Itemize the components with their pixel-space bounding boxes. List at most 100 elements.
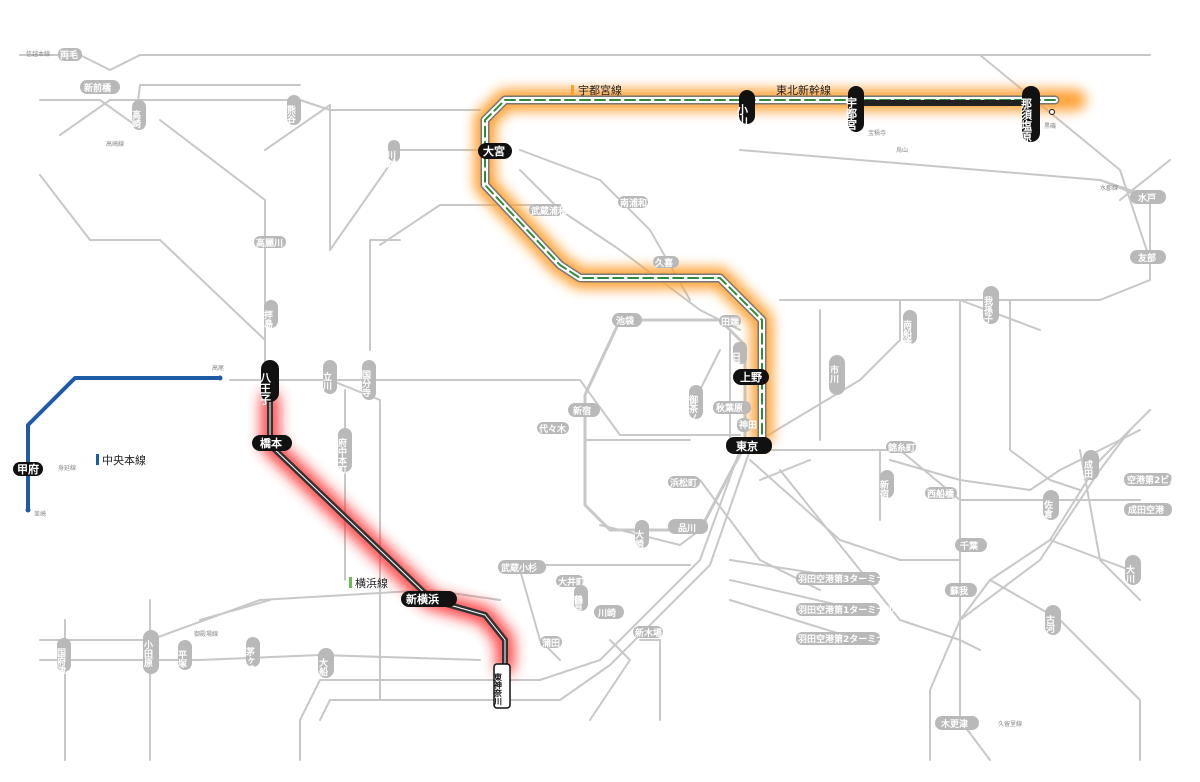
station-fuchu: 府中本町 [336,428,352,475]
svg-text:新宿: 新宿 [573,405,591,417]
svg-text:大船: 大船 [317,657,328,677]
svg-text:川崎: 川崎 [597,607,616,619]
station-ikebukuro: 池袋 [612,313,642,327]
svg-text:国府津: 国府津 [55,648,66,676]
rail-line [599,524,701,546]
station-musashi-urawa: 武蔵浦和 [529,204,567,217]
svg-text:烏山: 烏山 [896,146,908,154]
svg-text:黒磯: 黒磯 [1044,122,1056,130]
station-hanamaki: 大川 [1124,555,1141,585]
utsunomiya-line-swatch [571,85,574,95]
rail-line [589,639,631,721]
station-haneda2: 羽田空港第2ターミナル [796,632,894,645]
rail-line [329,379,381,701]
station-higashi-kanagawa[interactable]: 東神奈川 [493,663,511,709]
station-hashimoto[interactable]: 橋本 [252,435,292,451]
rail-line [959,299,991,761]
station-shin-yokohama[interactable]: 新横浜 [401,591,457,607]
svg-text:久喜: 久喜 [655,257,673,269]
rail-line [779,469,981,651]
rail-line [1079,449,1141,601]
svg-text:高尾: 高尾 [212,364,224,372]
svg-text:神田: 神田 [739,419,757,431]
takao-endpoint [217,375,223,381]
rail-line [229,379,741,436]
rail-line [739,149,1151,301]
station-takasaki-gawa: 高麗川 [254,236,286,249]
rail-line [199,599,271,621]
station-akihabara: 秋葉原 [713,401,751,414]
svg-text:成田: 成田 [1082,459,1093,479]
rail-line [1119,159,1171,201]
gray-stations: 池袋 新宿 秋葉原 品川 武蔵小杉 川崎 水戸 友部 千葉 蘇我 木更津 空港第… [55,48,1178,730]
station-soga: 蘇我 [945,583,977,597]
station-chiba: 千葉 [955,538,987,552]
svg-text:武蔵小杉: 武蔵小杉 [501,562,537,574]
station-chigasaki: 茅ヶ崎 [244,637,260,675]
station-ichikawa: 市川 [828,355,845,395]
station-hamamatsucho: 浜松町 [668,476,700,489]
station-narita: 成田 [1082,450,1099,480]
svg-text:池袋: 池袋 [616,315,635,327]
station-tabata: 田端 [719,315,741,328]
rail-line [989,579,1141,761]
svg-text:田端: 田端 [721,316,739,328]
yokohama-line-glow [261,391,514,674]
tohoku-shinkansen-line [484,99,1056,441]
svg-text:西船橋: 西船橋 [927,488,955,500]
station-tokyo[interactable]: 東京 [726,437,772,454]
svg-text:高崎線: 高崎線 [106,140,124,148]
svg-text:羽田空港第1ターミナル: 羽田空港第1ターミナル [798,604,894,616]
svg-text:新木場: 新木場 [635,627,662,639]
station-ofuna: 大船 [317,648,334,678]
rail-line [369,239,401,351]
svg-text:東京: 東京 [736,439,758,453]
station-kozu: 国府津 [55,638,71,676]
station-ochanomizu: 御茶ノ水 [687,385,703,432]
svg-text:御茶ノ水: 御茶ノ水 [687,394,699,432]
chuo-line [26,376,222,512]
station-airport-bldg: 空港第2ビル [1124,473,1178,486]
svg-text:我孫子: 我孫子 [982,295,993,324]
svg-text:大川: 大川 [1124,564,1136,584]
station-omiya[interactable]: 大宮 [478,143,512,159]
station-tomobe: 友部 [1130,250,1166,264]
station-kanamachi: 我孫子 [982,286,999,324]
station-oosaki: 大崎 [633,520,649,549]
svg-text:身延線: 身延線 [58,464,76,472]
station-nasushiobara[interactable]: 那須塩原 [1020,86,1041,143]
svg-text:上野: 上野 [740,370,762,384]
svg-text:空港第2ビル: 空港第2ビル [1127,474,1178,486]
rail-line [264,104,331,151]
station-takasaki: 高崎 [130,100,146,130]
station-oyama[interactable]: 小山 [736,90,756,127]
svg-text:品川: 品川 [678,523,696,534]
svg-text:蘇我: 蘇我 [949,585,968,597]
rail-line [319,449,751,721]
station-utsunomiya[interactable]: 宇都宮 [845,86,865,132]
rail-line [759,299,901,441]
rail-line [639,639,661,721]
svg-text:高麗川: 高麗川 [256,237,283,249]
station-shinagawa: 品川 [668,519,708,534]
station-musashikosugi: 武蔵小杉 [498,560,546,574]
svg-text:錦糸町: 錦糸町 [887,442,915,454]
station-kofu[interactable]: 甲府 [13,462,43,476]
rail-line [749,459,961,561]
svg-text:水郡線: 水郡線 [1100,184,1118,192]
station-ryomo: 両毛 [58,48,82,61]
station-hachioji[interactable]: 八王子 [259,360,280,406]
rail-line [1009,299,1081,491]
station-ueno[interactable]: 上野 [733,369,769,385]
svg-text:府中本町: 府中本町 [336,437,347,475]
svg-text:新前橋: 新前橋 [84,82,112,94]
station-haneda1: 羽田空港第1ターミナル [796,603,894,616]
yokohama-line-center [269,389,506,669]
kuroiso-endpoint [1049,109,1055,115]
station-akabane: 久喜 [653,256,679,269]
svg-text:友部: 友部 [1138,252,1156,264]
svg-text:宝積寺: 宝積寺 [868,129,886,137]
svg-text:佐倉: 佐倉 [1042,499,1054,519]
svg-text:那須塩原: 那須塩原 [1020,98,1034,143]
svg-text:新横浜: 新横浜 [406,592,439,606]
